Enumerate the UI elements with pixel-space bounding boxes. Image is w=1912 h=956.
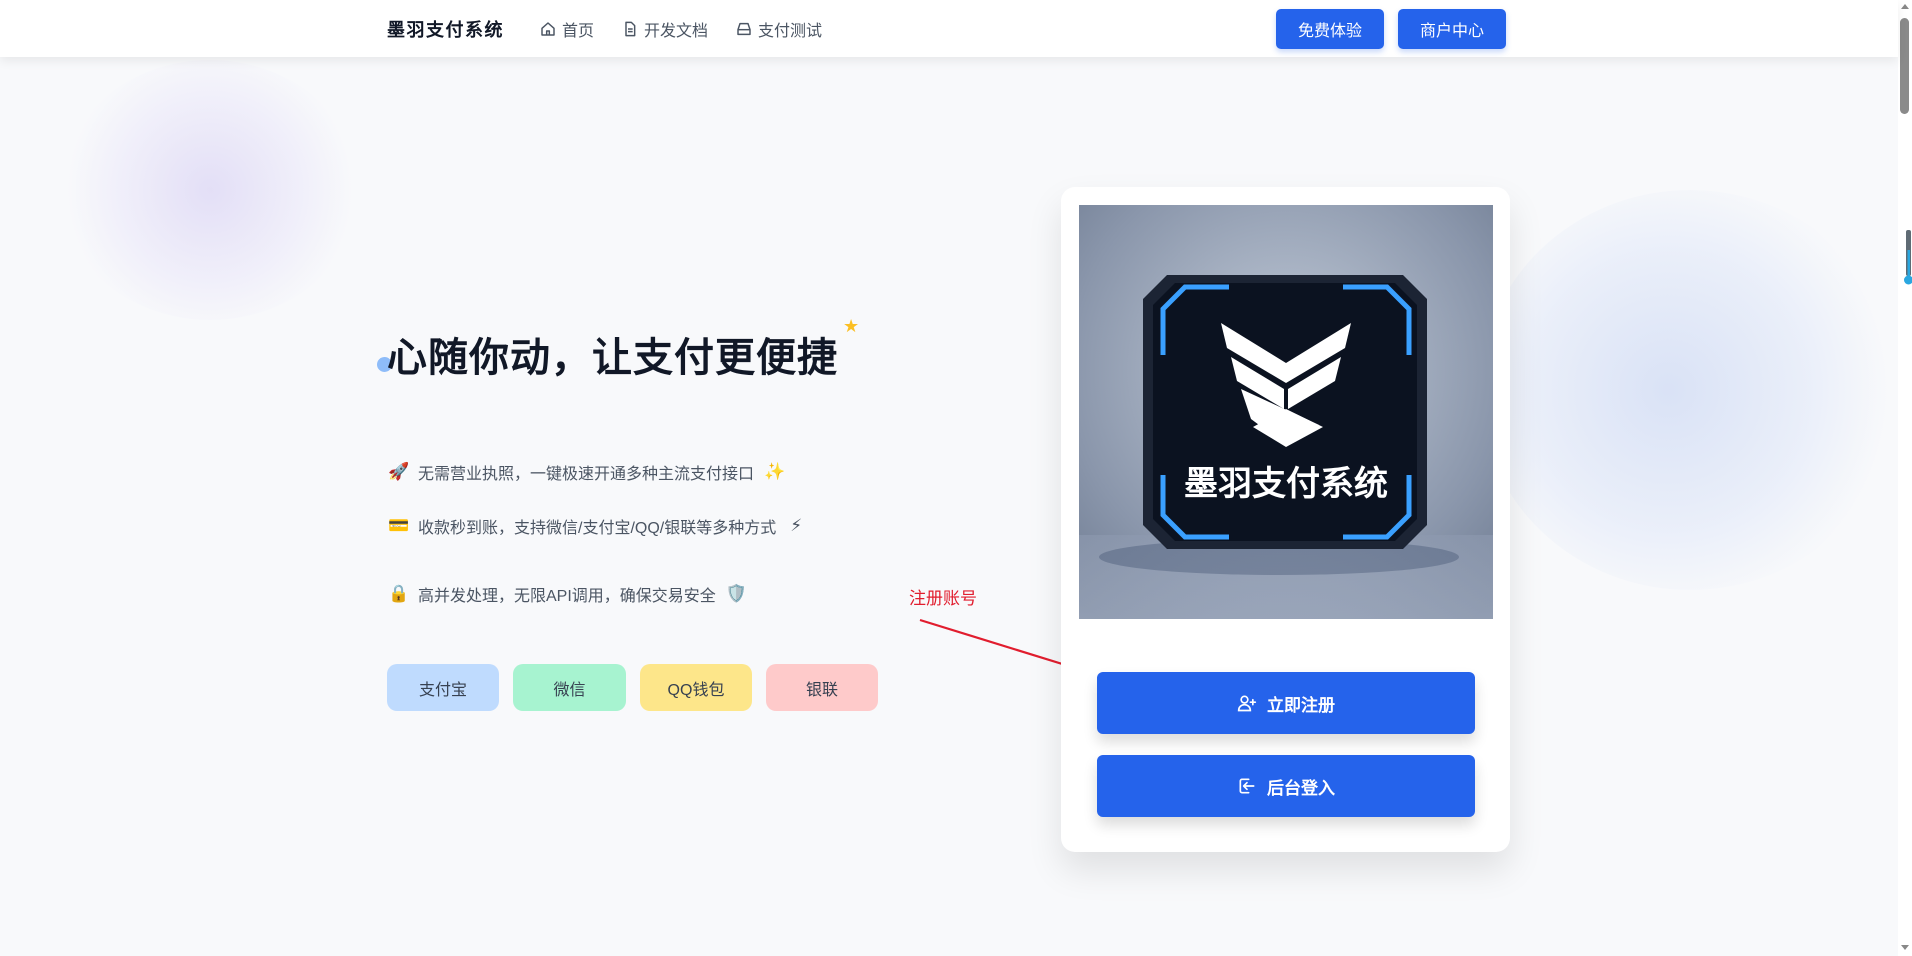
- sparkles-icon: ✨: [764, 462, 786, 481]
- register-label: 立即注册: [1267, 695, 1335, 715]
- scroll-thumb[interactable]: [1900, 18, 1909, 114]
- feature-text: 收款秒到账，支持微信/支付宝/QQ/银联等多种方式: [418, 520, 777, 537]
- nav-item-docs[interactable]: 开发文档: [622, 17, 708, 41]
- register-button[interactable]: 立即注册: [1097, 672, 1475, 734]
- decorative-dot: [377, 357, 392, 372]
- home-icon: [541, 22, 555, 36]
- main-nav: 首页 开发文档 支付测试: [540, 17, 822, 41]
- feature-item: 🚀 无需营业执照，一键极速开通多种主流支付接口 ✨: [388, 460, 786, 484]
- scroll-up-arrow-icon[interactable]: [1901, 4, 1909, 9]
- nav-label: 首页: [562, 23, 595, 40]
- nav-label: 支付测试: [758, 23, 823, 40]
- hero-title: 心随你动，让支付更便捷: [387, 336, 838, 380]
- admin-login-button[interactable]: 后台登入: [1097, 755, 1475, 817]
- page-scrollbar[interactable]: [1898, 0, 1912, 956]
- decorative-blob-right: [1480, 190, 1900, 590]
- user-plus-icon: [1237, 695, 1257, 712]
- chip-unionpay[interactable]: 银联: [766, 664, 878, 711]
- document-icon: [625, 21, 636, 37]
- shield-icon: 🛡️: [725, 584, 747, 603]
- lock-icon: 🔒: [388, 584, 410, 603]
- feature-item: 💳 收款秒到账，支持微信/支付宝/QQ/银联等多种方式 ⚡: [388, 514, 806, 538]
- nav-item-home[interactable]: 首页: [540, 17, 594, 41]
- top-navbar: 墨羽支付系统 首页 开发文档 支付测试 免费体验 商户中心: [0, 0, 1898, 57]
- lightning-icon: ⚡: [790, 516, 803, 535]
- brand-logo-text[interactable]: 墨羽支付系统: [387, 20, 504, 40]
- nav-item-pay-test[interactable]: 支付测试: [736, 17, 822, 41]
- star-icon: ★: [843, 316, 860, 336]
- scroll-down-arrow-icon[interactable]: [1901, 945, 1909, 950]
- payment-methods: 支付宝 微信 QQ钱包 银联: [387, 664, 878, 711]
- thermometer-icon: [1904, 230, 1912, 285]
- chip-alipay[interactable]: 支付宝: [387, 664, 499, 711]
- credit-card-icon: 💳: [388, 516, 410, 535]
- login-label: 后台登入: [1267, 778, 1335, 798]
- free-trial-button[interactable]: 免费体验: [1276, 9, 1384, 49]
- rocket-icon: 🚀: [388, 462, 410, 481]
- chip-wechat[interactable]: 微信: [513, 664, 626, 711]
- svg-text:墨羽支付系统: 墨羽支付系统: [1184, 464, 1388, 504]
- feature-item: 🔒 高并发处理，无限API调用，确保交易安全 🛡️: [388, 582, 747, 606]
- login-icon: [1239, 778, 1255, 794]
- merchant-center-button[interactable]: 商户中心: [1398, 9, 1506, 49]
- auth-card: 墨羽支付系统 立即注册 后台登入: [1061, 187, 1510, 852]
- annotation-label: 注册账号: [909, 589, 977, 608]
- chip-qq-wallet[interactable]: QQ钱包: [640, 664, 752, 711]
- inbox-icon: [737, 22, 751, 36]
- brand-logo-image: 墨羽支付系统: [1079, 205, 1493, 619]
- logo-artwork: 墨羽支付系统: [1079, 205, 1493, 619]
- nav-label: 开发文档: [644, 23, 709, 40]
- feature-text: 无需营业执照，一键极速开通多种主流支付接口: [418, 466, 755, 483]
- feature-text: 高并发处理，无限API调用，确保交易安全: [418, 588, 716, 605]
- decorative-blob-left: [60, 60, 360, 320]
